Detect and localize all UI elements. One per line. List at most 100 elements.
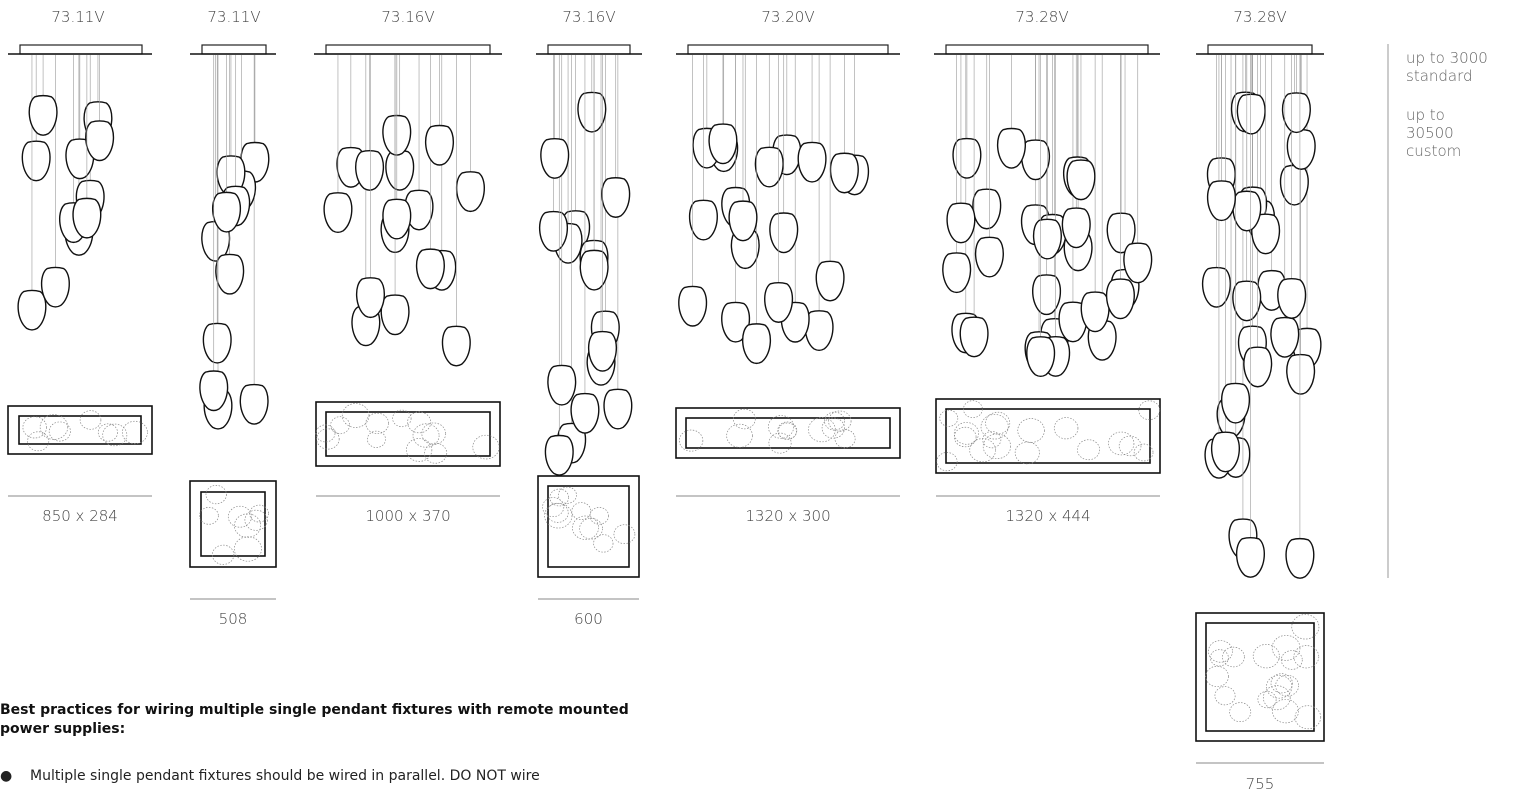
glass-pendant-shape bbox=[455, 171, 485, 213]
glass-pendant-shape bbox=[85, 120, 115, 162]
glass-pendant-shape bbox=[1032, 274, 1062, 316]
fixtures-layer bbox=[8, 44, 1324, 579]
glass-pendant-shape bbox=[215, 253, 245, 295]
glass-pendant-shape bbox=[212, 191, 242, 233]
glass-pendant-shape bbox=[441, 325, 471, 367]
glass-pendant-shape bbox=[1210, 431, 1240, 473]
glass-pendant-shape bbox=[972, 188, 1002, 230]
plan-view-1 bbox=[7, 405, 153, 455]
model-label-2: 73.11V bbox=[207, 8, 261, 26]
dimension-label-2: 508 bbox=[218, 610, 248, 628]
plan-view-6 bbox=[935, 398, 1161, 474]
plan-view-4 bbox=[537, 475, 640, 578]
glass-pendant-shape bbox=[721, 301, 751, 343]
drop-length-custom: up to 30500 custom bbox=[1406, 106, 1462, 160]
glass-pendant-shape bbox=[1286, 353, 1316, 395]
glass-pendant-shape bbox=[72, 197, 102, 239]
plans-layer bbox=[7, 398, 1325, 742]
model-label-7: 73.28V bbox=[1233, 8, 1287, 26]
glass-pendant-shape bbox=[1105, 278, 1135, 320]
glass-pendant-shape bbox=[829, 152, 859, 194]
glass-pendant-shape bbox=[678, 285, 708, 327]
bullet-icon: ● bbox=[0, 768, 13, 784]
glass-pendant-shape bbox=[547, 364, 577, 406]
glass-pendant-shape bbox=[202, 322, 232, 364]
glass-pendant-shape bbox=[1251, 213, 1281, 255]
glass-pendant-shape bbox=[728, 200, 758, 242]
model-label-5: 73.20V bbox=[761, 8, 815, 26]
glass-pendant-shape bbox=[959, 316, 989, 358]
glass-pendant-shape bbox=[996, 127, 1026, 169]
glass-pendant-shape bbox=[385, 149, 415, 191]
glass-pendant-shape bbox=[1270, 316, 1300, 358]
glass-pendant-shape bbox=[1232, 190, 1262, 232]
glass-pendant-shape bbox=[1206, 180, 1236, 222]
model-label-4: 73.16V bbox=[562, 8, 616, 26]
pendant-fixture-3 bbox=[314, 44, 502, 367]
glass-pendant-shape bbox=[199, 370, 229, 412]
glass-pendant-shape bbox=[764, 282, 794, 323]
glass-pendant-shape bbox=[1221, 382, 1251, 424]
pendant-fixture-2 bbox=[190, 44, 276, 430]
glass-pendant-shape bbox=[28, 94, 58, 136]
glass-pendant-shape bbox=[355, 149, 385, 191]
glass-pendant-shape bbox=[1058, 301, 1088, 343]
model-label-3: 73.16V bbox=[381, 8, 435, 26]
glass-pendant-shape bbox=[540, 137, 570, 179]
drop-length-standard: up to 3000 standard bbox=[1406, 49, 1488, 85]
pendant-fixture-6 bbox=[934, 44, 1160, 378]
glass-pendant-shape bbox=[815, 260, 845, 302]
glass-pendant-shape bbox=[1123, 242, 1153, 284]
glass-pendant-shape bbox=[1235, 536, 1265, 578]
glass-pendant-shape bbox=[539, 210, 568, 252]
glass-pendant-shape bbox=[1080, 291, 1110, 333]
plan-view-3 bbox=[315, 401, 501, 467]
glass-pendant-shape bbox=[425, 124, 454, 166]
pendant-fixture-4 bbox=[536, 44, 642, 476]
glass-pendant-shape bbox=[544, 434, 574, 476]
glass-pendant-shape bbox=[1277, 278, 1307, 319]
glass-pendant-shape bbox=[754, 146, 784, 188]
glass-pendant-shape bbox=[17, 289, 47, 331]
glass-pendant-shape bbox=[946, 202, 976, 244]
glass-pendant-shape bbox=[769, 212, 799, 254]
glass-pendant-shape bbox=[603, 388, 633, 430]
glass-pendant-shape bbox=[742, 323, 772, 365]
model-label-6: 73.28V bbox=[1015, 8, 1069, 26]
glass-pendant-shape bbox=[952, 137, 982, 179]
glass-pendant-shape bbox=[382, 198, 412, 240]
glass-pendant-shape bbox=[1232, 280, 1262, 322]
glass-pendant-shape bbox=[570, 392, 600, 434]
glass-pendant-shape bbox=[239, 383, 269, 425]
glass-pendant-shape bbox=[974, 236, 1004, 278]
dimension-label-4: 600 bbox=[574, 610, 603, 628]
glass-pendant-shape bbox=[1201, 266, 1231, 308]
glass-pendant-shape bbox=[577, 91, 607, 133]
plan-view-7 bbox=[1195, 612, 1325, 742]
glass-pendant-shape bbox=[601, 177, 631, 218]
glass-pendant-shape bbox=[1066, 159, 1096, 201]
glass-pendant-shape bbox=[323, 192, 353, 234]
best-practices-title: Best practices for wiring multiple singl… bbox=[0, 702, 629, 737]
glass-pendant-shape bbox=[804, 310, 834, 352]
glass-pendant-shape bbox=[1286, 129, 1316, 170]
plan-view-5 bbox=[675, 407, 901, 459]
glass-pendant-shape bbox=[1281, 92, 1311, 134]
best-practices-item-text: Multiple single pendant fixtures should … bbox=[30, 768, 540, 784]
dimension-label-6: 1320 x 444 bbox=[1005, 507, 1091, 525]
glass-pendant-shape bbox=[1285, 537, 1315, 579]
glass-pendant-shape bbox=[797, 141, 827, 183]
glass-pendant-shape bbox=[380, 294, 410, 336]
glass-pendant-shape bbox=[21, 140, 51, 182]
pendant-fixture-5 bbox=[676, 44, 900, 365]
glass-pendant-shape bbox=[1236, 93, 1266, 135]
glass-pendant-shape bbox=[40, 266, 70, 308]
dimension-label-7: 755 bbox=[1245, 775, 1275, 793]
glass-pendant-shape bbox=[415, 248, 445, 290]
plan-view-2 bbox=[189, 480, 277, 568]
glass-pendant-shape bbox=[1243, 346, 1273, 388]
dimension-label-5: 1320 x 300 bbox=[745, 507, 831, 525]
glass-pendant-shape bbox=[588, 330, 617, 372]
model-label-1: 73.11V bbox=[51, 8, 105, 26]
